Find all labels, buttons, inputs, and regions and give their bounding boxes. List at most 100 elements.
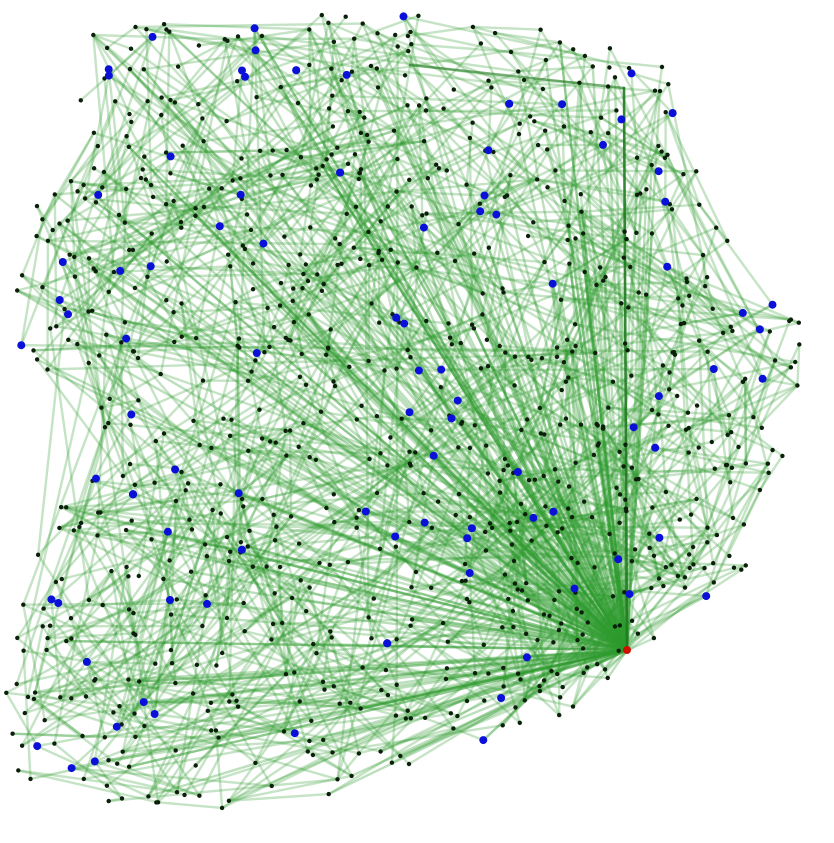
network-node [519, 588, 525, 593]
network-edge [105, 709, 210, 787]
network-edge [495, 150, 663, 216]
network-node [35, 552, 41, 557]
highlighted-node [241, 72, 249, 81]
network-edge [263, 279, 310, 354]
network-edge [486, 406, 542, 475]
network-edge [625, 497, 698, 513]
network-node [647, 545, 652, 551]
network-edge [408, 450, 490, 475]
network-node [377, 320, 382, 325]
network-edge [436, 500, 553, 673]
network-edge [35, 204, 54, 232]
network-edge [154, 439, 311, 459]
network-edge [414, 451, 425, 495]
network-node [326, 106, 332, 111]
network-node [129, 119, 134, 125]
network-node [543, 504, 548, 509]
network-edge [471, 25, 631, 70]
network-edge [273, 539, 284, 625]
network-edge [94, 678, 195, 695]
network-edge [59, 565, 255, 699]
network-node [578, 422, 584, 427]
network-edge [506, 464, 611, 536]
network-edge [383, 369, 451, 417]
network-node [394, 189, 399, 194]
network-edge [297, 410, 323, 448]
network-edge [361, 666, 448, 681]
network-edge [186, 482, 245, 605]
network-edge [283, 149, 487, 238]
network-node [459, 578, 465, 584]
network-edge [275, 525, 315, 646]
network-edge [446, 597, 510, 643]
network-edge [59, 680, 141, 699]
network-node [179, 301, 184, 306]
network-node [624, 236, 629, 242]
network-node [53, 579, 59, 585]
network-node [280, 172, 285, 177]
network-node [456, 491, 462, 497]
network-edge [601, 425, 695, 566]
network-edge [359, 168, 382, 223]
network-edge [664, 200, 714, 310]
network-node [422, 715, 428, 720]
network-node [272, 591, 277, 596]
network-node [282, 234, 287, 239]
network-edge [180, 266, 418, 338]
network-edge [430, 526, 469, 540]
hub-edge [625, 89, 662, 652]
network-node [19, 743, 25, 748]
network-node [146, 794, 151, 799]
network-edge [589, 130, 638, 235]
network-node [736, 444, 741, 450]
network-node [580, 632, 585, 637]
network-edge [245, 213, 290, 267]
network-edge [456, 355, 530, 402]
network-node [93, 269, 98, 274]
network-edge [409, 624, 521, 724]
network-edge [218, 133, 369, 228]
network-edge [134, 701, 352, 738]
network-edge [349, 701, 398, 717]
network-edge [279, 67, 378, 89]
network-edge [225, 365, 490, 539]
network-edge [620, 302, 671, 391]
network-edge [120, 530, 170, 726]
network-node [42, 718, 47, 723]
network-node [202, 542, 208, 547]
network-edge [485, 210, 583, 341]
network-node [286, 262, 291, 268]
network-edge [314, 458, 611, 536]
network-edge [192, 197, 244, 422]
network-edge [687, 426, 733, 434]
network-node [321, 281, 326, 287]
network-edge [457, 276, 709, 496]
network-edge [134, 530, 170, 636]
network-node [378, 451, 383, 456]
network-node [483, 529, 488, 535]
network-edge [479, 210, 626, 233]
network-node [484, 443, 489, 448]
hub-edge [58, 222, 629, 652]
network-edge [246, 545, 273, 641]
network-edge [92, 33, 337, 240]
network-edge [302, 163, 438, 276]
network-node [143, 177, 148, 182]
network-node [145, 274, 150, 279]
network-edge [260, 437, 293, 518]
network-edge [20, 274, 140, 402]
hub-edge [472, 327, 629, 652]
network-edge [546, 148, 570, 227]
network-edge [514, 621, 589, 709]
network-node [129, 518, 134, 523]
network-node [696, 445, 701, 450]
network-node [280, 620, 285, 626]
network-node [634, 230, 639, 235]
network-edge [391, 313, 516, 387]
network-edge [61, 260, 107, 429]
hub-edge [228, 434, 629, 652]
network-edge [70, 766, 273, 788]
network-node [301, 271, 306, 277]
network-edge [315, 652, 459, 718]
network-edge [73, 275, 90, 313]
